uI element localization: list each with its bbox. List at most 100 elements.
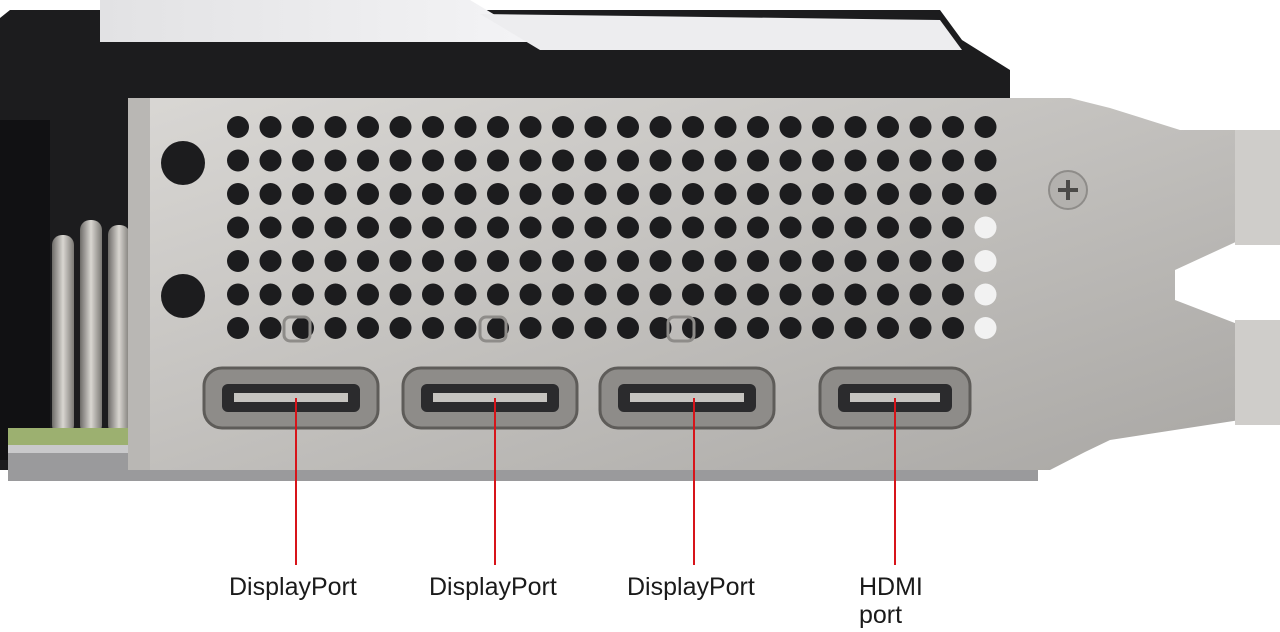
vent-hole bbox=[909, 317, 932, 339]
vent-hole bbox=[747, 283, 769, 306]
vent-hole bbox=[584, 317, 607, 339]
vent-hole bbox=[324, 216, 347, 239]
vent-hole bbox=[324, 283, 347, 306]
vent-hole bbox=[909, 116, 932, 138]
vent-hole bbox=[454, 216, 477, 239]
displayport-label: DisplayPort bbox=[229, 573, 357, 601]
vent-hole bbox=[422, 216, 444, 239]
vent-hole bbox=[617, 283, 639, 306]
vent-hole bbox=[259, 116, 282, 138]
vent-hole bbox=[292, 149, 314, 172]
vent-hole bbox=[812, 116, 834, 138]
vent-hole-grid bbox=[227, 116, 997, 339]
vent-hole bbox=[747, 317, 769, 339]
vent-hole bbox=[682, 183, 704, 205]
vent-hole bbox=[259, 149, 282, 172]
vent-hole bbox=[292, 216, 314, 239]
vent-hole bbox=[584, 183, 607, 205]
vent-hole bbox=[974, 250, 997, 272]
vent-hole bbox=[389, 183, 412, 205]
vent-hole bbox=[682, 149, 704, 172]
vent-hole bbox=[942, 216, 964, 239]
vent-hole bbox=[454, 283, 477, 306]
vent-hole bbox=[714, 250, 737, 272]
displayport-label: DisplayPort bbox=[627, 573, 755, 601]
vent-hole bbox=[584, 149, 607, 172]
vent-hole bbox=[909, 250, 932, 272]
vent-hole bbox=[682, 283, 704, 306]
vent-hole bbox=[357, 116, 379, 138]
callout-lines bbox=[295, 398, 896, 565]
vent-hole bbox=[812, 183, 834, 205]
vent-hole bbox=[324, 183, 347, 205]
vent-hole bbox=[259, 183, 282, 205]
vent-hole bbox=[584, 216, 607, 239]
vent-hole bbox=[714, 317, 737, 339]
vent-hole bbox=[389, 317, 412, 339]
vent-hole bbox=[259, 216, 282, 239]
vent-hole bbox=[292, 250, 314, 272]
vent-hole bbox=[877, 250, 899, 272]
vent-hole bbox=[487, 183, 509, 205]
vent-hole bbox=[942, 317, 964, 339]
vent-hole bbox=[779, 116, 802, 138]
vent-hole bbox=[227, 149, 249, 172]
vent-hole bbox=[877, 283, 899, 306]
displayport-logo-icons bbox=[282, 315, 696, 343]
vent-hole bbox=[552, 149, 574, 172]
vent-hole bbox=[909, 283, 932, 306]
vent-hole bbox=[389, 250, 412, 272]
vent-hole bbox=[519, 283, 542, 306]
vent-hole bbox=[519, 183, 542, 205]
displayport-connector bbox=[401, 366, 579, 430]
vent-hole bbox=[974, 183, 997, 205]
vent-hole bbox=[552, 283, 574, 306]
vent-hole bbox=[422, 250, 444, 272]
vent-hole bbox=[617, 250, 639, 272]
vent-hole bbox=[877, 183, 899, 205]
vent-hole bbox=[519, 116, 542, 138]
vent-hole bbox=[779, 216, 802, 239]
hdmi-label: HDMI port bbox=[859, 573, 923, 629]
displayport-connector bbox=[202, 366, 380, 430]
vent-hole bbox=[844, 250, 867, 272]
vent-hole bbox=[909, 149, 932, 172]
vent-hole bbox=[389, 116, 412, 138]
vent-hole bbox=[974, 116, 997, 138]
vent-hole bbox=[877, 149, 899, 172]
vent-hole bbox=[259, 317, 282, 339]
vent-hole bbox=[519, 250, 542, 272]
vent-hole bbox=[292, 183, 314, 205]
vent-hole bbox=[422, 116, 444, 138]
vent-hole bbox=[357, 283, 379, 306]
vent-hole bbox=[844, 149, 867, 172]
vent-hole bbox=[617, 183, 639, 205]
vent-hole bbox=[617, 317, 639, 339]
vent-hole bbox=[487, 250, 509, 272]
vent-hole bbox=[844, 183, 867, 205]
vent-hole bbox=[747, 149, 769, 172]
vent-hole bbox=[389, 149, 412, 172]
vent-hole bbox=[747, 183, 769, 205]
vent-hole bbox=[942, 149, 964, 172]
vent-hole bbox=[227, 317, 249, 339]
vent-hole bbox=[649, 250, 672, 272]
vent-hole bbox=[324, 250, 347, 272]
vent-hole bbox=[617, 216, 639, 239]
vent-hole bbox=[454, 116, 477, 138]
vent-hole bbox=[487, 283, 509, 306]
vent-hole bbox=[942, 283, 964, 306]
vent-hole bbox=[974, 216, 997, 239]
vent-hole bbox=[974, 149, 997, 172]
vent-hole bbox=[227, 283, 249, 306]
vent-hole bbox=[584, 250, 607, 272]
vent-hole bbox=[227, 116, 249, 138]
vent-hole bbox=[779, 149, 802, 172]
vent-hole bbox=[324, 116, 347, 138]
vent-hole bbox=[747, 216, 769, 239]
vent-hole bbox=[454, 250, 477, 272]
vent-hole bbox=[942, 250, 964, 272]
vent-hole bbox=[779, 283, 802, 306]
vent-hole bbox=[422, 317, 444, 339]
